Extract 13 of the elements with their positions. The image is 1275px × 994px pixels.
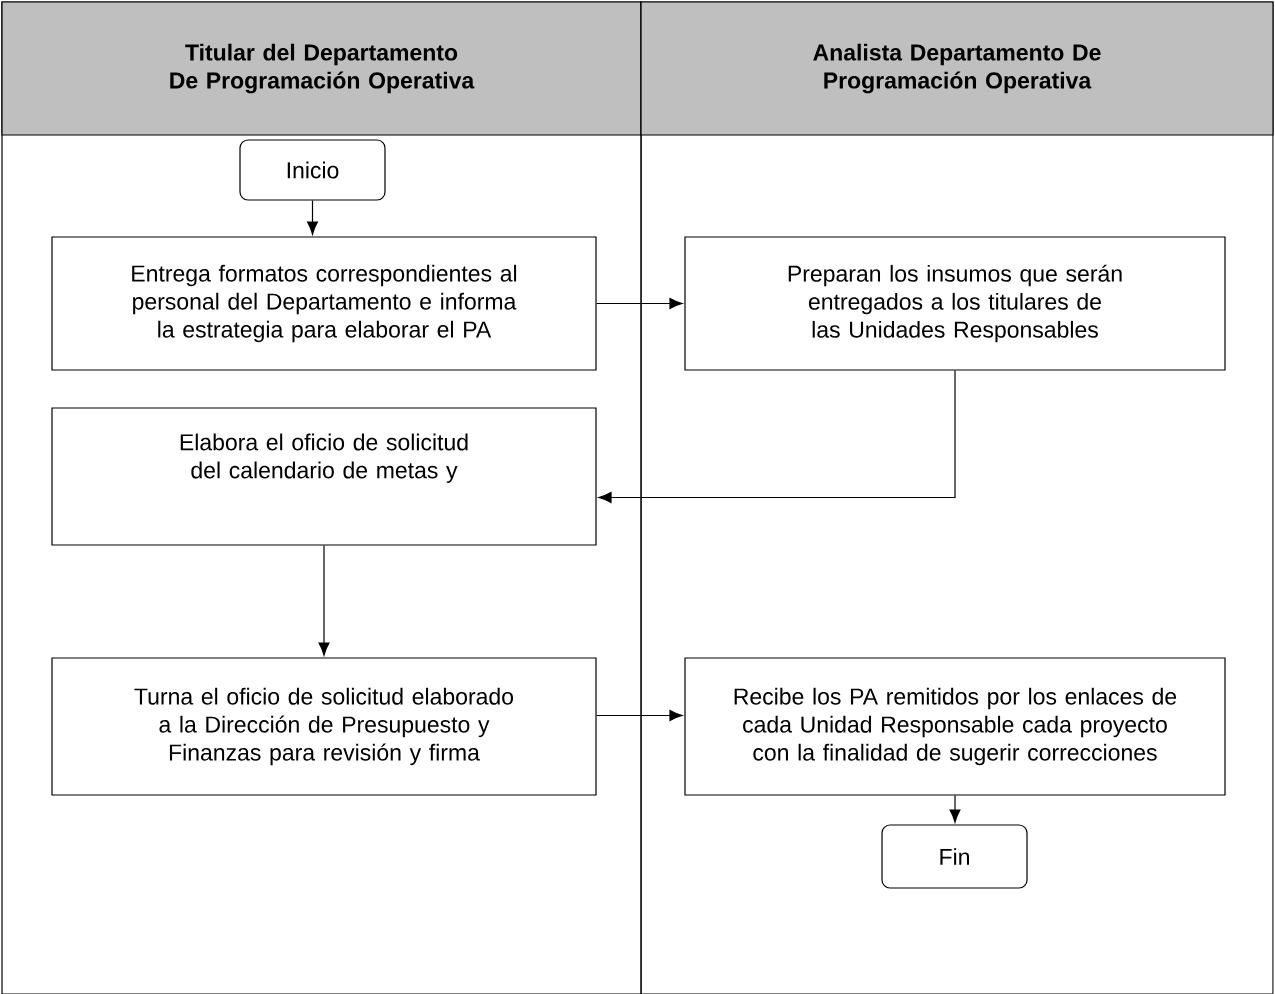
- arrow: [596, 298, 683, 310]
- terminal-box: Inicio: [239, 139, 386, 201]
- arrow: [306, 200, 319, 235]
- arrow: [598, 370, 956, 504]
- process-box: Preparan los insumos que serán entregados a los titulares de las Unidades Responsables: [684, 236, 1226, 371]
- process-box: Recibe los PA remitidos por los enlaces de cada Unidad Responsable cada proyecto con la finalidad de sugerir correcciones: [684, 657, 1226, 796]
- arrow: [949, 795, 961, 823]
- process-box: Turna el oficio de solicitud elaborado a la Dirección de Presupuesto y Finanzas para revisión y firma: [51, 657, 597, 796]
- process-box: Elabora el oficio de solicitud del calendario de metas y: [51, 407, 597, 546]
- arrow: [318, 545, 330, 656]
- arrow: [596, 710, 683, 722]
- terminal-box: Fin: [881, 824, 1028, 889]
- process-box: Entrega formatos correspondientes al personal del Departamento e informa la estrategia para elaborar el PA: [51, 236, 597, 371]
